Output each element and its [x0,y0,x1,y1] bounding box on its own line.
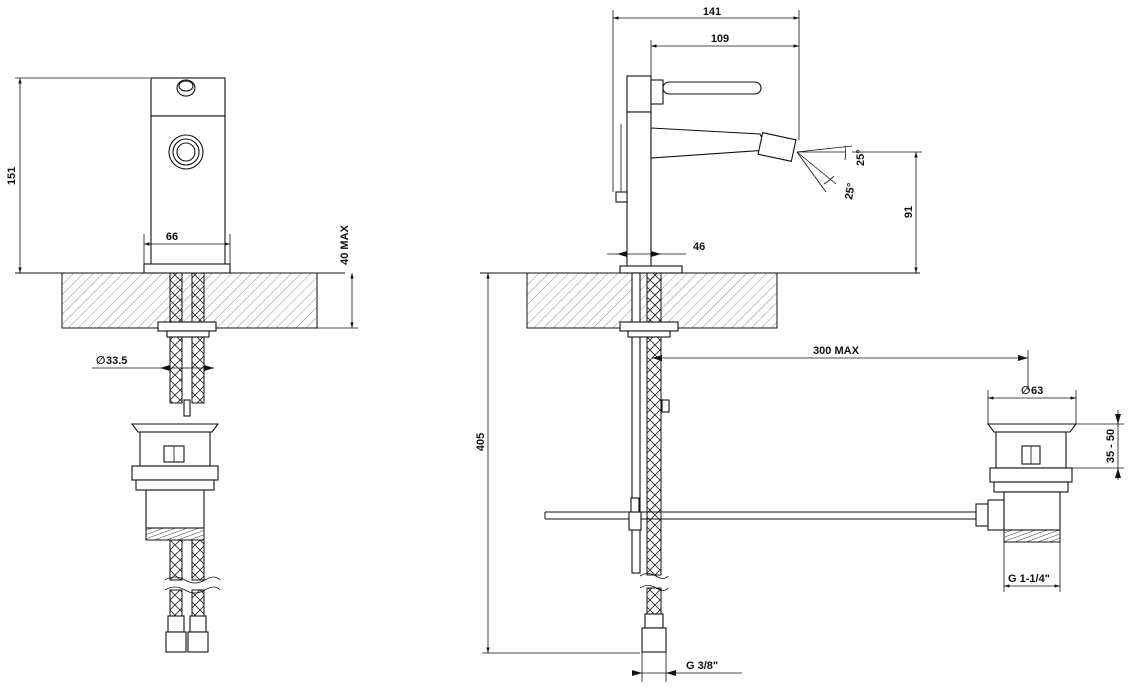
front-mixer-body [143,77,231,274]
dim-side-hose-thread-label: G 3/8" [686,660,718,672]
dim-side-hose-thread: G 3/8" [632,652,742,682]
dim-side-drain-range: 35 - 50 [1072,410,1124,480]
dim-side-drain-range-label: 35 - 50 [1105,429,1117,463]
dim-side-lever-label: 109 [711,33,729,45]
dim-side-rod-length: 300 MAX [652,345,1029,390]
front-supply-hoses [157,272,221,653]
dim-side-angle-down-label: 25° [843,182,858,200]
diameter-symbol-2: ∅ [1021,385,1030,397]
dim-side-base-label: 46 [693,241,705,253]
dim-side-depth-label: 141 [703,6,721,18]
dim-side-drain-diameter-label: 63 [1031,385,1043,397]
dim-side-spout-height: 91 [852,151,922,273]
dim-side-lever: 109 [650,33,799,76]
side-view: 25° 25° 141 109 91 46 [475,6,1124,682]
dim-front-hole-label: 33.5 [106,355,127,367]
front-view: 151 66 40 MAX ∅ 33.5 [6,77,358,653]
dim-front-height-label: 151 [6,167,18,185]
front-deck-section [61,272,318,329]
side-mixer-body [615,75,797,274]
dim-side-angle-up-label: 25° [855,149,867,166]
dim-side-rod-length-label: 300 MAX [813,345,860,357]
front-drain-waste [130,423,220,541]
dim-front-deck-label: 40 MAX [339,224,351,264]
dim-side-spout-height-label: 91 [903,206,915,218]
dim-side-drain-thread-label: G 1-1/4" [1008,573,1050,585]
dim-front-width: 66 [143,231,231,264]
dim-side-drain-diameter: ∅ 63 [987,385,1077,424]
side-supply-hoses [619,272,679,653]
dim-side-base: 46 [607,241,705,257]
dim-front-height: 151 [6,77,150,273]
dim-front-hole: ∅ 33.5 [92,337,214,372]
dim-front-width-label: 66 [166,231,178,243]
dim-side-total-height-label: 405 [475,433,487,451]
diameter-symbol-1: ∅ [96,355,105,367]
side-drain-waste [975,423,1078,543]
side-spray-angles: 25° 25° [796,145,867,201]
dim-side-total-height: 405 [475,273,640,654]
side-popup-rod [544,497,980,531]
dim-front-deck: 40 MAX [317,224,358,329]
dim-side-depth: 141 [612,6,800,192]
dim-side-drain-thread: G 1-1/4" [1003,542,1061,592]
